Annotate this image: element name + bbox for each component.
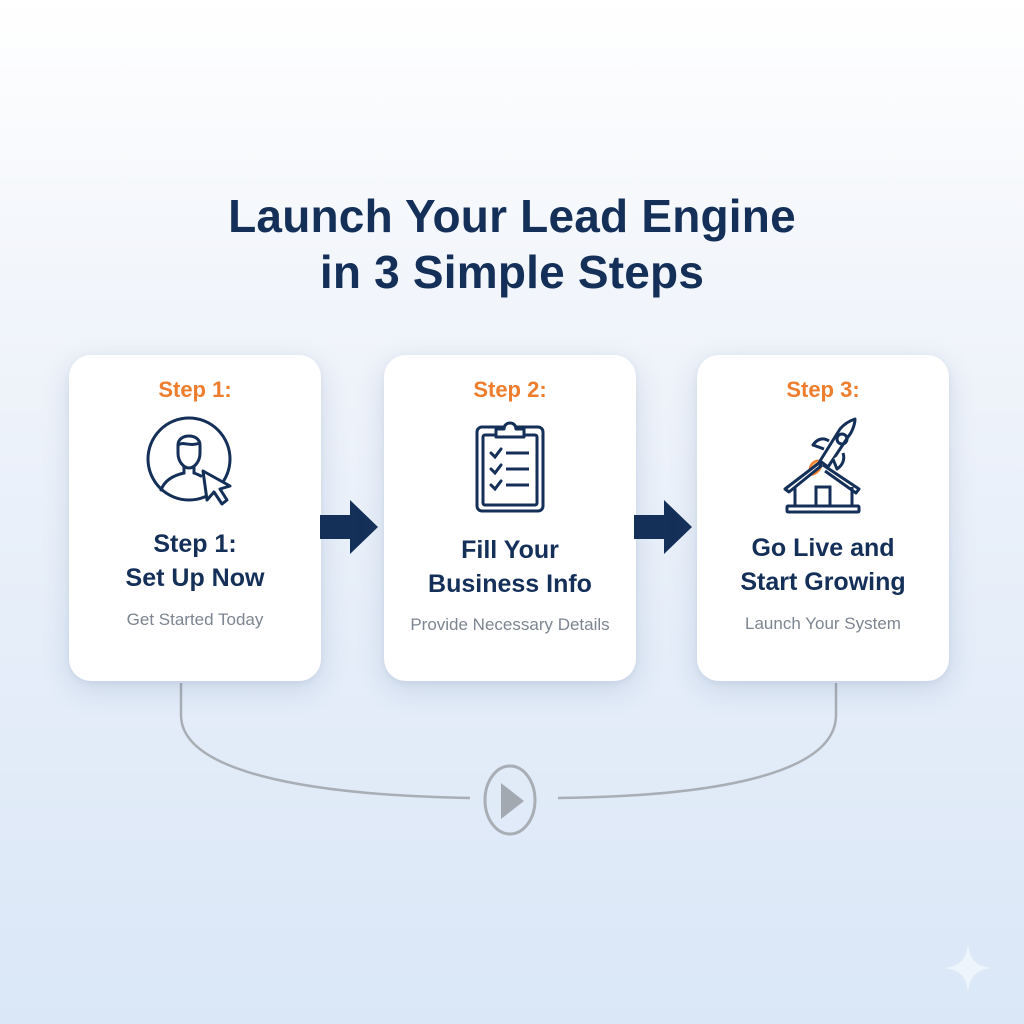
step-card-2[interactable]: Step 2: Fill Your Business Info Provide … (384, 355, 636, 681)
step-title: Step 1: Set Up Now (125, 530, 265, 592)
arrow-right-icon (320, 500, 378, 554)
step-card-3[interactable]: Step 3: Go Live and Start Growing Launch… (697, 355, 949, 681)
play-icon[interactable] (474, 764, 546, 836)
page-title: Launch Your Lead Engine in 3 Simple Step… (0, 188, 1024, 300)
clipboard-checklist-icon (475, 421, 545, 513)
step-subtitle: Get Started Today (126, 610, 264, 629)
step-card-1[interactable]: Step 1: Step 1: Set Up Now Get Started T… (69, 355, 321, 681)
user-cursor-icon (146, 416, 232, 506)
step-title: Fill Your Business Info (428, 536, 592, 598)
rocket-house-icon (783, 417, 861, 514)
title-line-1: Launch Your Lead Engine (228, 190, 796, 242)
step-title: Go Live and Start Growing (740, 534, 906, 596)
arrow-right-icon (634, 500, 692, 554)
title-line-2: in 3 Simple Steps (319, 246, 705, 298)
step-label: Step 3: (786, 377, 860, 402)
step-label: Step 2: (473, 377, 547, 402)
sparkle-icon (944, 944, 992, 992)
step-subtitle: Launch Your System (745, 614, 901, 633)
step-subtitle: Provide Necessary Details (410, 615, 610, 634)
step-label: Step 1: (158, 377, 232, 402)
